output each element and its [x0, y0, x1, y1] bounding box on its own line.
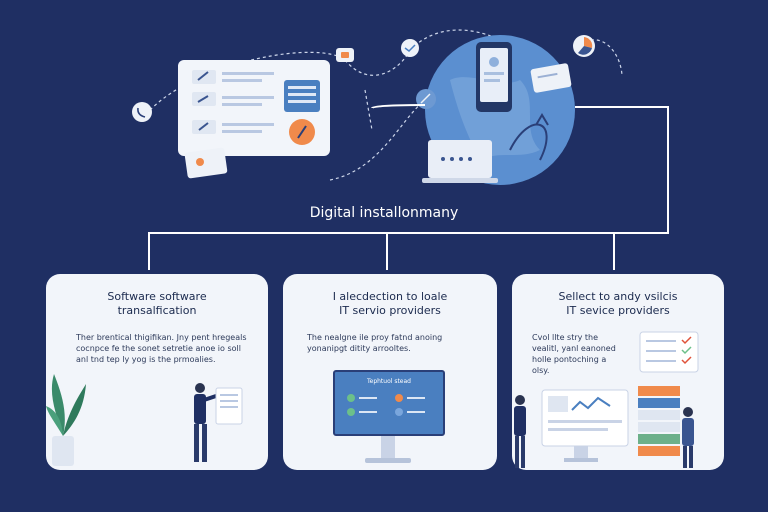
- card-body-line1: The nealgne ile proy fatnd anoing: [307, 333, 443, 342]
- person-icon: [194, 383, 217, 462]
- card-description: The nealgne ile proy fatnd anoing yonani…: [307, 332, 487, 354]
- connector-main: [148, 232, 669, 234]
- card-description: Cvol llte stry the vealitl, yanl eanoned…: [532, 332, 642, 376]
- connector-right-down: [667, 106, 669, 234]
- card-select-it-service-providers: Sellect to andy vsilcis IT sevice provid…: [512, 274, 724, 470]
- card-title-line1: Sellect to andy vsilcis: [558, 290, 678, 303]
- plant-icon: [46, 374, 86, 466]
- card-title-line2: IT sevice providers: [566, 304, 670, 317]
- phone-icon: [132, 102, 152, 122]
- person-icon: [682, 407, 694, 468]
- monitor-base: [365, 458, 411, 463]
- top-illustration: [132, 29, 623, 185]
- card-software-translation: Software software transalfication Ther b…: [46, 274, 268, 470]
- card-description: Ther brentical thigifikan. Jny pent hreg…: [76, 332, 266, 365]
- connector-mid: [386, 232, 388, 270]
- card-title-line2: IT servio providers: [339, 304, 441, 317]
- card-title-line1: Software software: [107, 290, 207, 303]
- card-selection-it-providers: I alecdection to loale IT servio provide…: [283, 274, 497, 470]
- check-icon: [401, 39, 419, 57]
- card-title: Sellect to andy vsilcis IT sevice provid…: [512, 290, 724, 318]
- card-body-line1: Cvol llte stry the: [532, 333, 599, 342]
- connector-left: [148, 232, 150, 270]
- card-title: Software software transalfication: [46, 290, 268, 318]
- diagram-title: Digital installonmany: [309, 205, 459, 221]
- card1-illustration: [46, 374, 243, 466]
- card-title-line2: transalfication: [117, 304, 197, 317]
- card-title: I alecdection to loale IT servio provide…: [283, 290, 497, 318]
- card-body-line3: holle pontoching a: [532, 355, 607, 364]
- connector-right: [613, 232, 615, 270]
- card-body-line1: Ther brentical thigifikan. Jny pent hreg…: [76, 333, 247, 342]
- card-body-line2: yonanipgt ditity arrooltes.: [307, 344, 411, 353]
- monitor-screen-title: Tephtuol stead: [366, 378, 411, 385]
- card-title-line1: I alecdection to loale: [332, 290, 448, 303]
- card3-illustration: [514, 331, 699, 468]
- connector-top-right: [575, 106, 667, 108]
- card-body-line3: anl tnd tep ly yog is the prmoalies.: [76, 355, 216, 364]
- card-body-line2: vealitl, yanl eanoned: [532, 344, 616, 353]
- person-icon: [514, 395, 526, 468]
- monitor-stand: [381, 436, 395, 458]
- card-body-line4: olsy.: [532, 366, 550, 375]
- card-body-line2: cocnpce fe the sonet setretie anoe io so…: [76, 344, 241, 353]
- monitor-icon: Tephtuol stead: [333, 370, 445, 436]
